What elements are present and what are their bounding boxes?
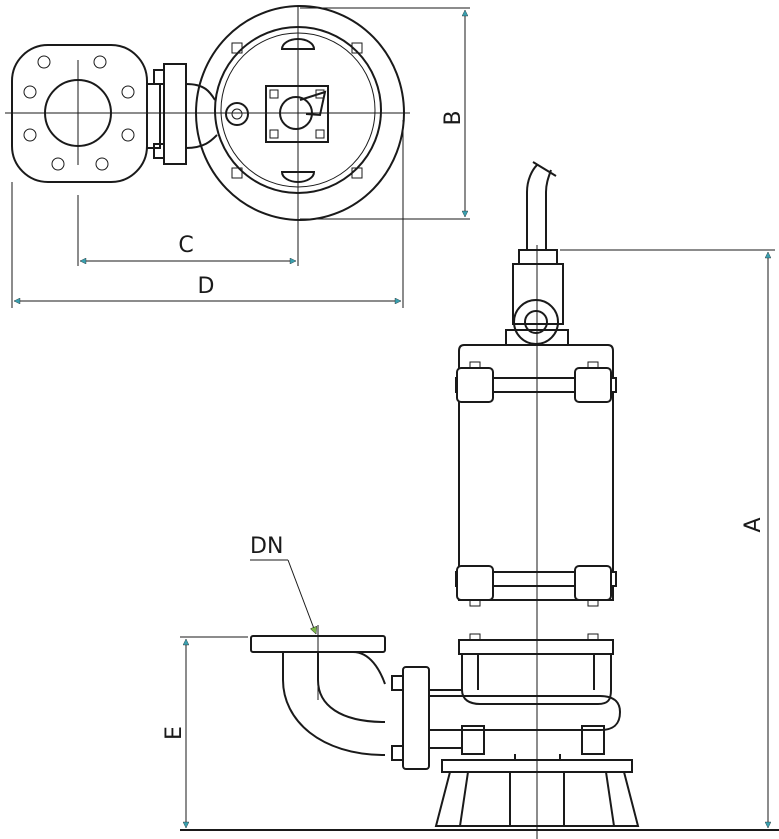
dimension-e: E: [162, 636, 248, 828]
label-c: C: [178, 233, 193, 258]
neck-top: [147, 63, 218, 165]
side-view: [180, 161, 779, 839]
label-b: B: [441, 110, 466, 125]
dimension-a: A: [560, 249, 775, 828]
side-view-centerlines: [317, 245, 538, 839]
label-e: E: [162, 726, 187, 740]
motor-body: [455, 344, 617, 607]
cable-housing: [512, 263, 564, 325]
top-view-centerlines: [5, 5, 410, 225]
dimension-d: D: [11, 120, 404, 308]
pump-casing: [430, 633, 622, 755]
discharge-elbow: [250, 635, 462, 770]
dimension-dn: DN: [250, 534, 316, 634]
cable-gland: [518, 249, 558, 265]
top-view: [5, 5, 410, 225]
dimension-c: C: [77, 195, 299, 266]
dimension-b: B: [300, 7, 470, 220]
label-d: D: [198, 274, 215, 299]
dimension-lines: B C D A E DN: [11, 7, 775, 828]
label-a: A: [741, 517, 766, 532]
cable: [526, 161, 557, 250]
label-dn: DN: [250, 534, 283, 559]
